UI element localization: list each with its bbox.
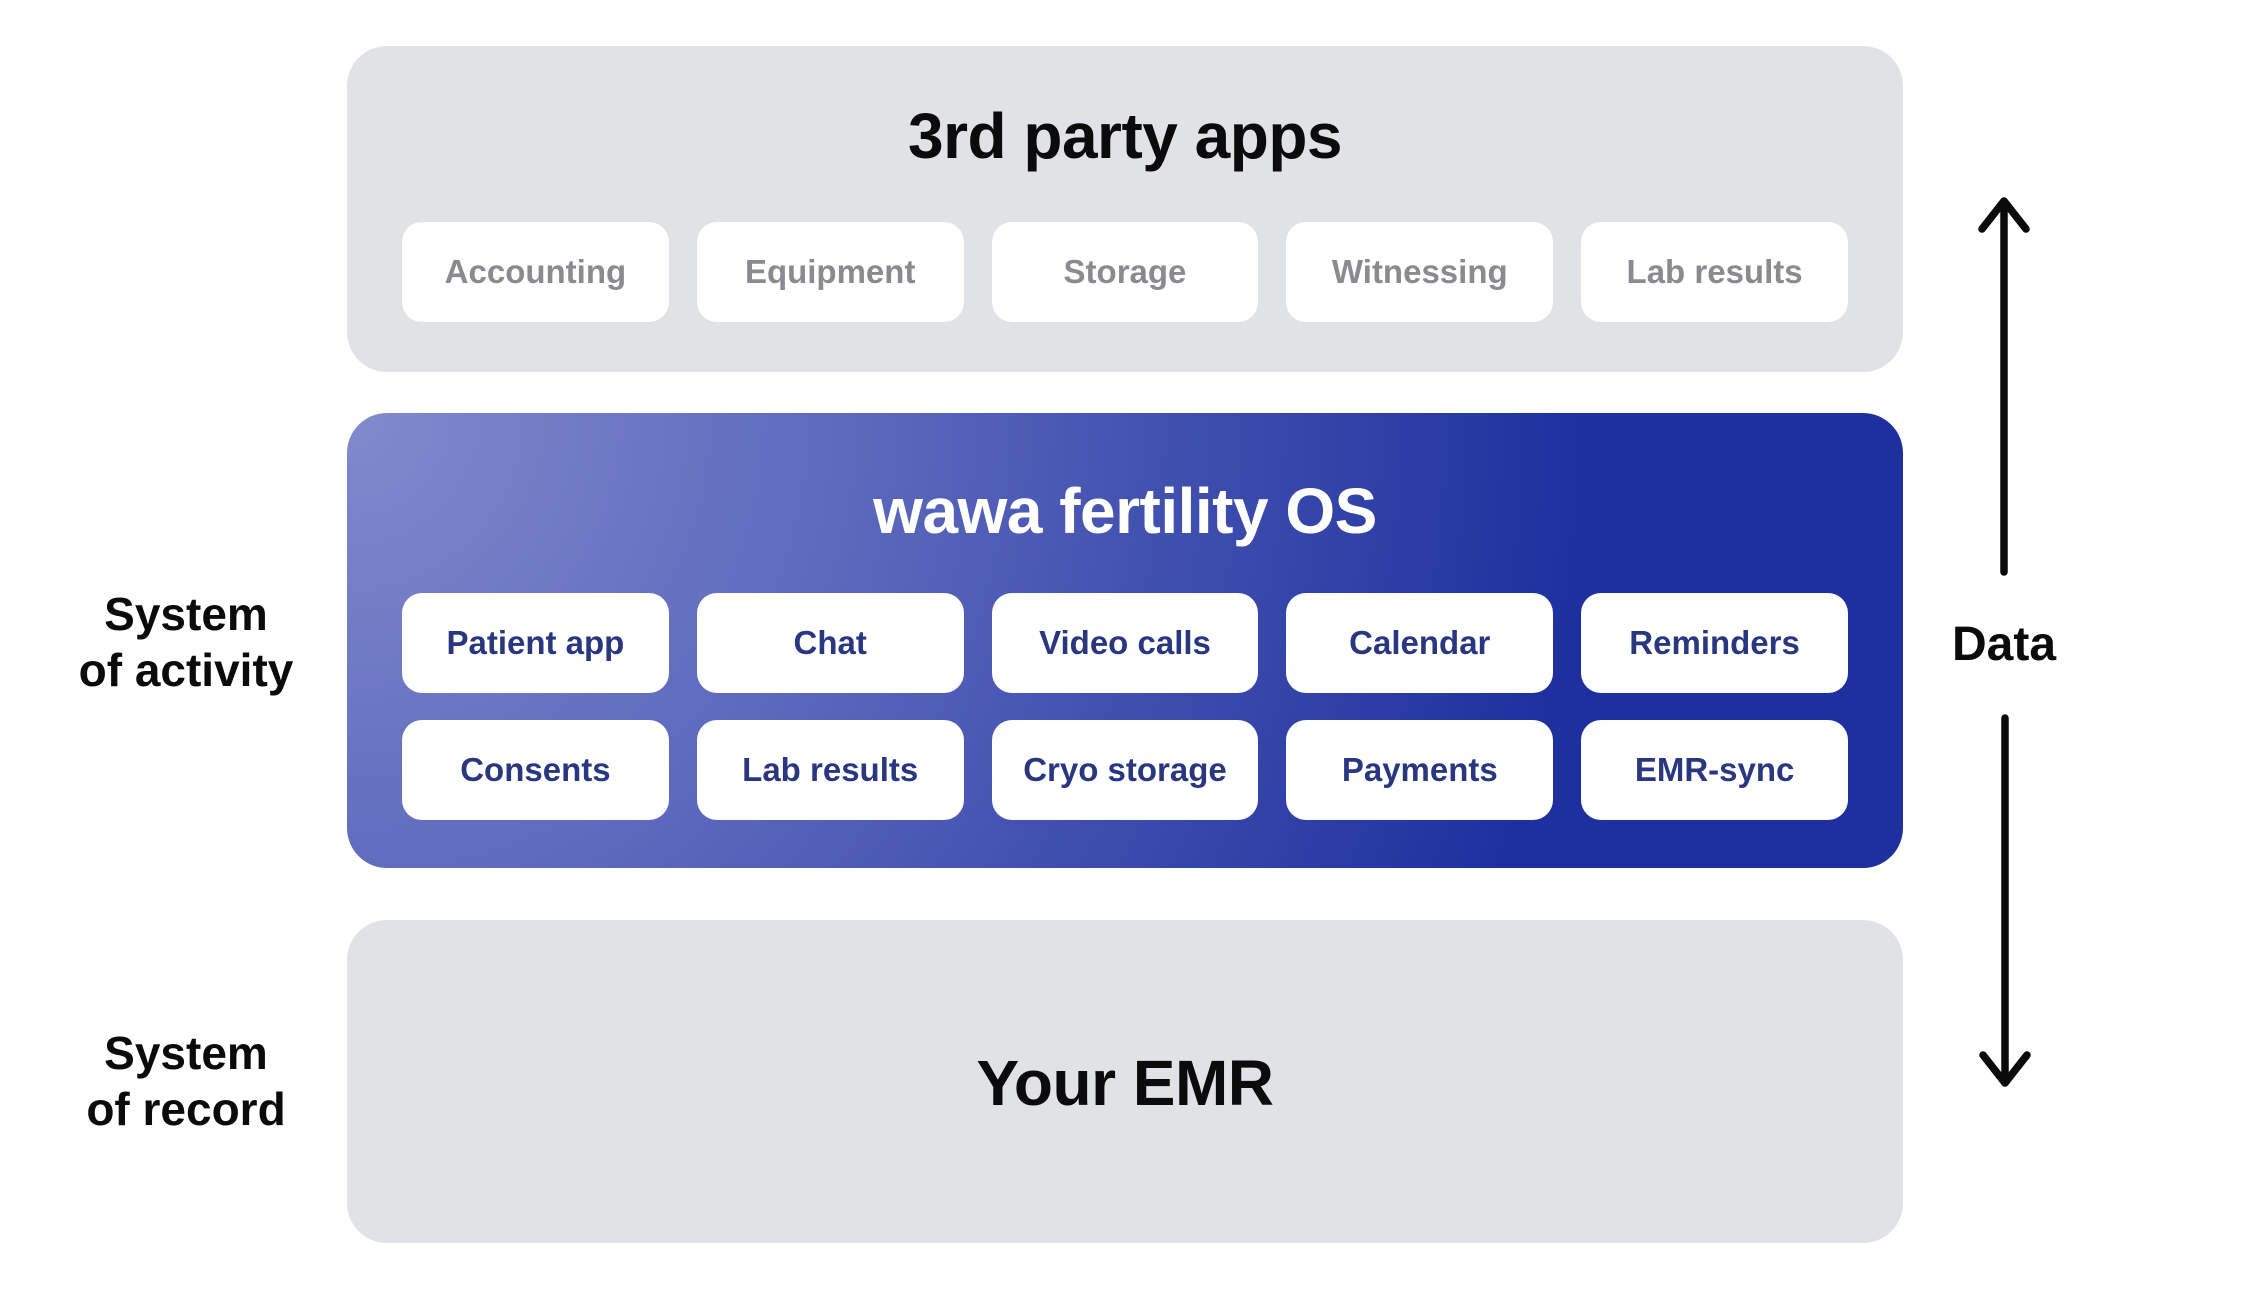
wawa-fertility-os-box: wawa fertility OS Patient app Chat Video… [347,413,1903,868]
module-pill-chat: Chat [696,593,964,693]
module-pill-calendar: Calendar [1286,593,1554,693]
app-pill-accounting: Accounting [402,222,669,322]
your-emr-title: Your EMR [976,1047,1274,1119]
data-label: Data [1951,618,2057,671]
os-modules-row-1: Patient app Chat Video calls Calendar Re… [402,593,1848,693]
system-of-record-line2: of record [86,1083,286,1135]
up-arrow-icon [1978,197,2030,576]
wawa-fertility-os-title: wawa fertility OS [873,475,1377,547]
app-pill-equipment: Equipment [696,222,964,322]
app-pill-witnessing: Witnessing [1286,222,1554,322]
third-party-apps-box: 3rd party apps Accounting Equipment Stor… [347,46,1903,372]
os-modules-row-2: Consents Lab results Cryo storage Paymen… [402,720,1848,820]
system-of-activity-label: System of activity [0,586,372,698]
your-emr-box: Your EMR [347,920,1903,1243]
system-of-activity-line1: System [104,588,268,640]
third-party-apps-title: 3rd party apps [907,100,1343,172]
module-pill-consents: Consents [402,720,669,820]
module-pill-cryo-storage: Cryo storage [991,720,1259,820]
module-pill-reminders: Reminders [1581,593,1848,693]
module-pill-payments: Payments [1286,720,1554,820]
down-arrow-icon [1979,714,2031,1087]
third-party-apps-row: Accounting Equipment Storage Witnessing … [402,222,1848,322]
app-pill-lab-results: Lab results [1581,222,1848,322]
system-of-record-line1: System [104,1027,268,1079]
module-pill-video-calls: Video calls [991,593,1259,693]
system-of-record-label: System of record [0,1025,372,1137]
app-pill-storage: Storage [991,222,1259,322]
module-pill-lab-results: Lab results [696,720,964,820]
module-pill-patient-app: Patient app [402,593,669,693]
system-of-activity-line2: of activity [78,644,294,696]
module-pill-emr-sync: EMR-sync [1581,720,1848,820]
